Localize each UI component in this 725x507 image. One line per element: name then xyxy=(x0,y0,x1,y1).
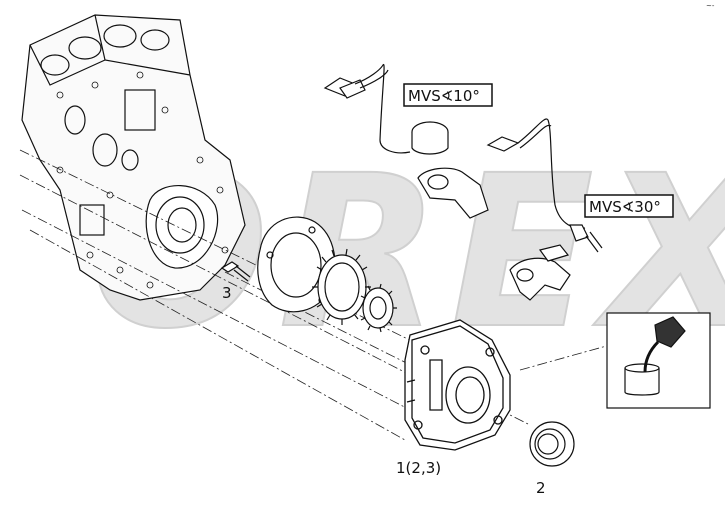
sensor-box-upper: MVS∢10° xyxy=(403,83,493,107)
sprocket xyxy=(360,283,397,333)
sealant-detail-inset xyxy=(606,312,711,409)
sensor-box-lower-text: MVS∢30° xyxy=(589,198,661,216)
crankshaft-seal xyxy=(529,421,575,467)
sensor-box-lower: MVS∢30° xyxy=(584,194,674,218)
lower-sensor xyxy=(486,118,603,253)
callout-part-bolt: 3 xyxy=(222,284,232,302)
bolt xyxy=(220,261,251,282)
corner-mark: ~- xyxy=(706,2,715,10)
callout-part-main: 1(2,3) xyxy=(396,459,441,477)
sensor-box-upper-text: MVS∢10° xyxy=(408,87,480,105)
oil-pump-housing xyxy=(404,319,511,451)
callout-part-seal: 2 xyxy=(536,479,546,497)
upper-sensor xyxy=(323,63,449,155)
lower-bracket xyxy=(509,244,571,301)
gear-ring xyxy=(312,248,371,325)
engine-block xyxy=(21,14,246,301)
upper-bracket xyxy=(417,167,489,219)
